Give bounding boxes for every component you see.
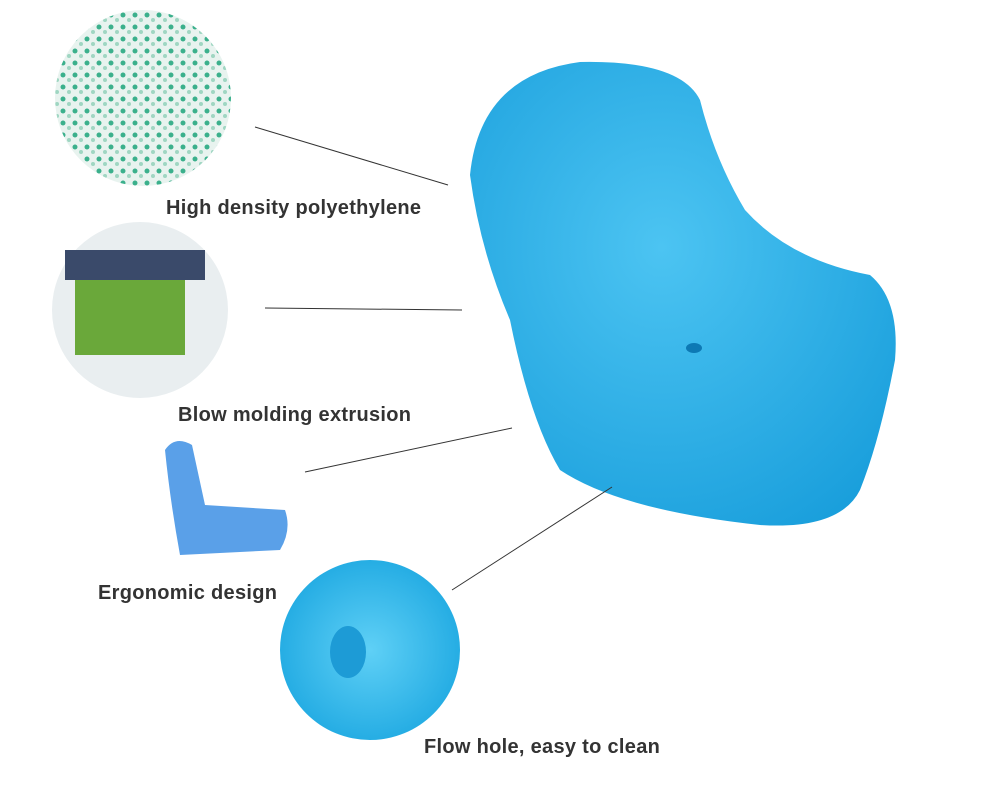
flow-hole-closeup-image [280,560,460,740]
factory-machine-image [52,222,228,398]
label-process: Blow molding extrusion [178,404,412,426]
material-pellets-image [55,10,231,186]
label-design: Ergonomic design [98,582,278,604]
connector-lines [254,126,613,591]
ergonomic-seat-image [165,441,288,555]
stadium-seat-image [470,61,896,526]
label-material: High density polyethylene [166,197,422,219]
label-hole: Flow hole, easy to clean [424,736,661,758]
